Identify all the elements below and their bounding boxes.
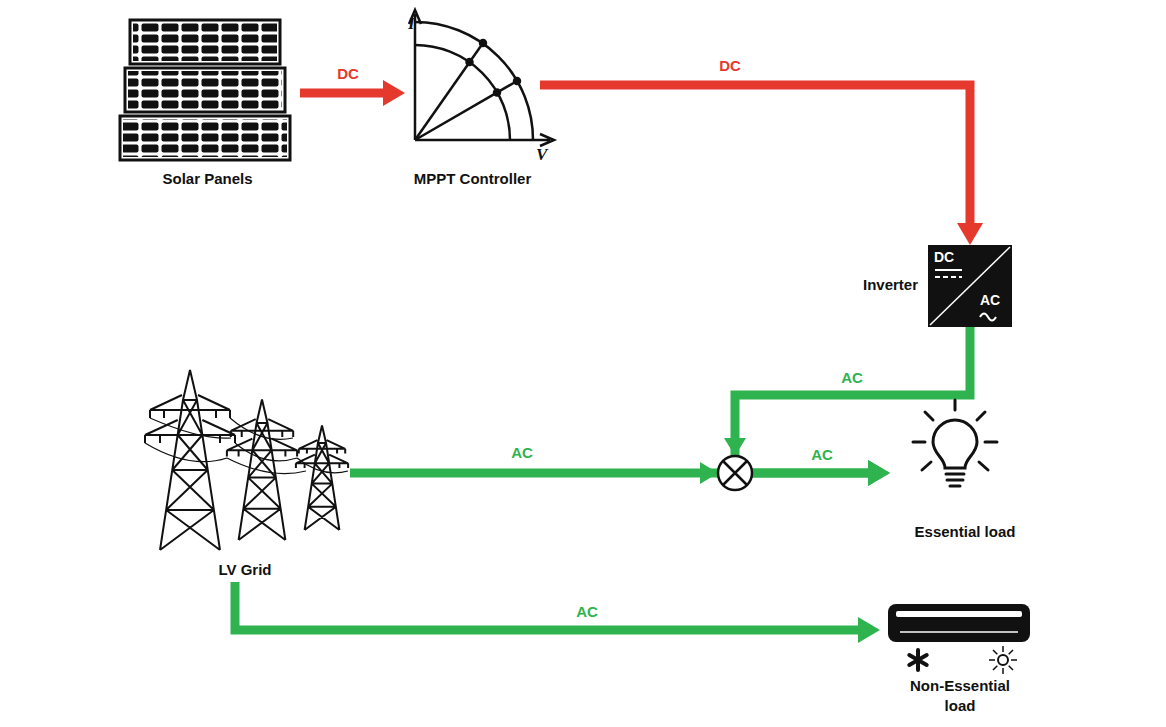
essential-load: Essential load [890, 398, 1040, 546]
node-label: Essential load [890, 522, 1040, 541]
transmission-towers-part [145, 418, 348, 474]
solar-panel-icon-part [130, 20, 280, 64]
iv-curve-icon-part [415, 43, 483, 140]
lv-grid: LV Grid [140, 370, 350, 582]
junction-symbol-part [724, 438, 746, 456]
air-conditioner-icon [888, 604, 1030, 674]
bulb-icon [913, 400, 997, 486]
node-label: MPPT Controller [405, 169, 540, 188]
node-label: LV Grid [140, 560, 350, 579]
inverter-symbol-part [935, 269, 962, 271]
solar-panel-icon-part [123, 119, 287, 157]
inverter-symbol [928, 245, 1012, 327]
non-essential-load: Non-Essential load [880, 598, 1040, 720]
air-conditioner-icon-part [909, 650, 926, 670]
iv-curve-icon-part [415, 22, 533, 140]
iv-curve-icon-part [480, 40, 486, 46]
solar-panels: Solar Panels [115, 12, 300, 192]
power-flow-arrow [540, 85, 970, 223]
junction-symbol-part [718, 456, 752, 490]
node-label: Solar Panels [115, 169, 300, 188]
air-conditioner-icon-part [888, 604, 1030, 642]
junction-symbol-part [700, 462, 718, 484]
symbol-text: AC [980, 291, 1000, 310]
transmission-towers-part [296, 426, 348, 530]
power-flow-arrow [300, 89, 383, 98]
inverter-symbol-part [928, 245, 1012, 327]
air-conditioner-icon-part [900, 631, 1018, 633]
node-label: Inverter [863, 275, 918, 294]
mppt-controller: MPPT ControllerIV [405, 2, 540, 192]
flow-label: AC [811, 446, 833, 464]
inverter-symbol-part [980, 314, 996, 321]
flow-label: AC [576, 603, 598, 621]
air-conditioner-icon-part [989, 646, 1017, 674]
iv-curve-icon-part [467, 59, 473, 65]
bulb-icon-part [913, 400, 997, 470]
iv-curve-icon-part [494, 90, 500, 96]
power-flow-arrow [350, 469, 868, 478]
iv-curve-icon-part [514, 78, 520, 84]
flow-label: AC [841, 369, 863, 387]
solar-panel-icon-part [125, 68, 285, 112]
solar-panel-icon-part [128, 71, 282, 109]
symbol-text: DC [934, 248, 954, 267]
symbol-text: I [408, 14, 415, 33]
transmission-towers [145, 370, 348, 550]
air-conditioner-icon-part [896, 611, 1022, 617]
bulb-icon-part [933, 420, 977, 468]
iv-curve-icon-part [415, 81, 517, 140]
flow-label: DC [337, 65, 359, 83]
iv-curve-icon-part [415, 45, 510, 140]
iv-curve-icon [409, 10, 554, 146]
inverter-box: InverterDCAC [928, 245, 1012, 327]
inverter-symbol-part [935, 276, 962, 278]
solar-panel-icon-part [133, 23, 277, 61]
solar-panel-icon [120, 20, 290, 160]
power-flow-arrow [235, 582, 858, 630]
solar-panel-icon-part [120, 116, 290, 160]
inverter-symbol-part [930, 247, 1010, 325]
iv-curve-icon-part [409, 10, 421, 140]
bulb-icon-part [946, 474, 964, 486]
junction-symbol [700, 438, 752, 490]
flow-label: DC [719, 57, 741, 75]
air-conditioner-icon-part [998, 655, 1008, 665]
junction-symbol-part [723, 461, 747, 485]
transmission-towers-part [227, 400, 297, 540]
node-label: Non-Essential load [898, 676, 1023, 716]
symbol-text: V [536, 145, 547, 164]
flow-label: AC [511, 444, 533, 462]
